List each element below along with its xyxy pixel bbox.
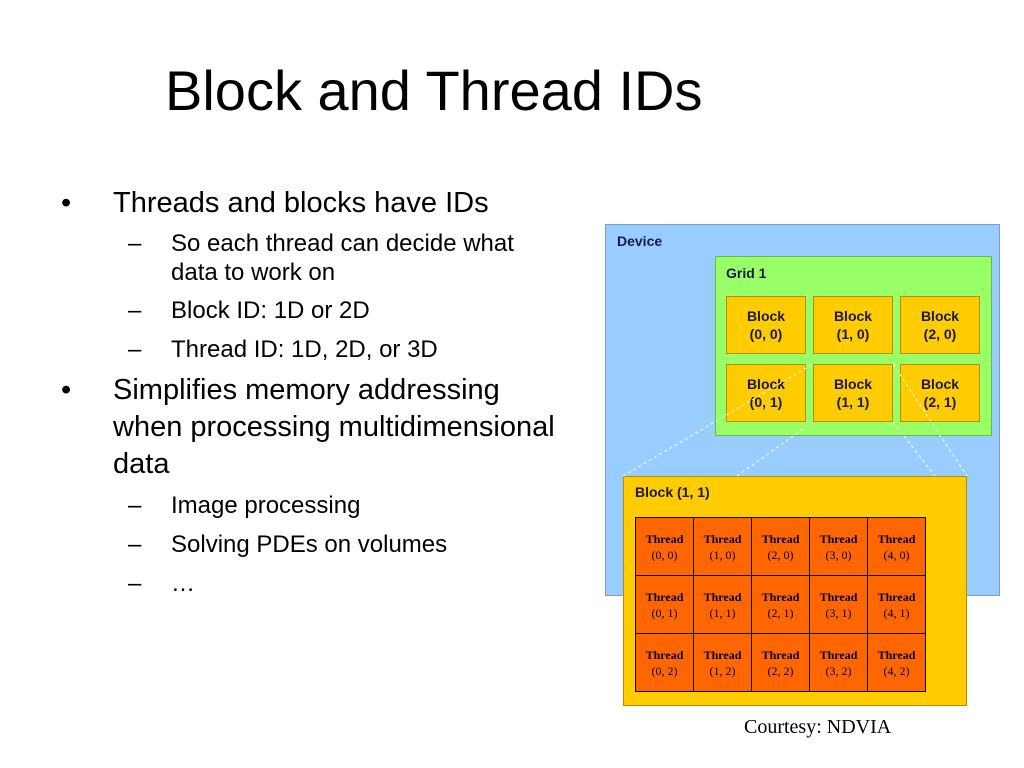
block-id: (0, 1)	[749, 394, 783, 410]
thread-cell: Thread(3, 0)	[809, 517, 868, 576]
credit-text: Courtesy: NDVIA	[744, 716, 892, 738]
thread-cell: Thread(4, 2)	[867, 633, 926, 692]
sub-bullet-marker: –	[128, 297, 142, 324]
thread-cell: Thread(1, 0)	[693, 517, 752, 576]
sub-bullet-text: Thread ID: 1D, 2D, or 3D	[171, 336, 438, 363]
bullet-text: Threads and blocks have IDs	[113, 187, 489, 219]
block-1-0: Block (1, 0)	[813, 296, 893, 354]
sub-bullet-item: – So each thread can decide what data to…	[128, 229, 531, 287]
sub-bullet-marker: –	[128, 492, 142, 519]
sub-bullet-text: Solving PDEs on volumes	[171, 531, 448, 558]
thread-cell: Thread(4, 0)	[867, 517, 926, 576]
bullet-text: Simplifies memory addressing when proces…	[113, 374, 555, 480]
sub-bullet-marker: –	[128, 230, 142, 257]
device-label: Device	[617, 233, 663, 249]
thread-cell: Thread(2, 1)	[751, 575, 810, 634]
thread-grid: Thread(0, 0) Thread(1, 0) Thread(2, 0) T…	[635, 517, 926, 692]
block-1-1: Block (1, 1)	[813, 364, 893, 422]
sub-bullet-item: – Block ID: 1D or 2D	[128, 296, 531, 325]
sub-bullet-marker: –	[128, 531, 142, 558]
block-detail-label: Block (1, 1)	[635, 484, 710, 500]
bullet-marker: •	[61, 374, 72, 406]
slide-title: Block and Thread IDs	[165, 59, 703, 122]
thread-cell: Thread(1, 1)	[693, 575, 752, 634]
sub-bullet-text: So each thread can decide what data to w…	[171, 230, 514, 286]
sub-bullet-item: – Solving PDEs on volumes	[128, 530, 531, 559]
block-label: Block	[833, 308, 873, 324]
block-0-0: Block (0, 0)	[726, 296, 806, 354]
thread-cell: Thread(0, 2)	[635, 633, 694, 692]
block-id: (2, 0)	[923, 326, 957, 342]
block-id: (1, 1)	[836, 394, 870, 410]
thread-cell: Thread(1, 2)	[693, 633, 752, 692]
block-label: Block	[746, 308, 786, 324]
bullet-item: • Threads and blocks have IDs	[61, 185, 573, 222]
thread-cell: Thread(0, 1)	[635, 575, 694, 634]
block-label: Block	[746, 376, 786, 392]
thread-cell: Thread(3, 2)	[809, 633, 868, 692]
thread-cell: Thread(3, 1)	[809, 575, 868, 634]
block-2-0: Block (2, 0)	[900, 296, 980, 354]
thread-cell: Thread(2, 2)	[751, 633, 810, 692]
bullet-item: • Simplifies memory addressing when proc…	[61, 372, 558, 483]
block-label: Block	[920, 376, 960, 392]
sub-bullet-marker: –	[128, 336, 142, 363]
grid-label: Grid 1	[726, 265, 767, 281]
block-label: Block	[833, 376, 873, 392]
block-id: (1, 0)	[836, 326, 870, 342]
thread-cell: Thread(2, 0)	[751, 517, 810, 576]
sub-bullet-item: – Image processing	[128, 491, 531, 520]
sub-bullet-marker: –	[128, 570, 142, 597]
thread-cell: Thread(0, 0)	[635, 517, 694, 576]
sub-bullet-text: Image processing	[171, 492, 361, 519]
bullet-marker: •	[61, 187, 72, 219]
thread-cell: Thread(4, 1)	[867, 575, 926, 634]
sub-bullet-text: Block ID: 1D or 2D	[171, 297, 370, 324]
block-label: Block	[920, 308, 960, 324]
block-id: (0, 0)	[749, 326, 783, 342]
sub-bullet-item: – Thread ID: 1D, 2D, or 3D	[128, 335, 531, 364]
block-2-1: Block (2, 1)	[900, 364, 980, 422]
block-id: (2, 1)	[923, 394, 957, 410]
sub-bullet-text: …	[171, 570, 195, 597]
sub-bullet-item: – …	[128, 569, 531, 598]
block-0-1: Block (0, 1)	[726, 364, 806, 422]
